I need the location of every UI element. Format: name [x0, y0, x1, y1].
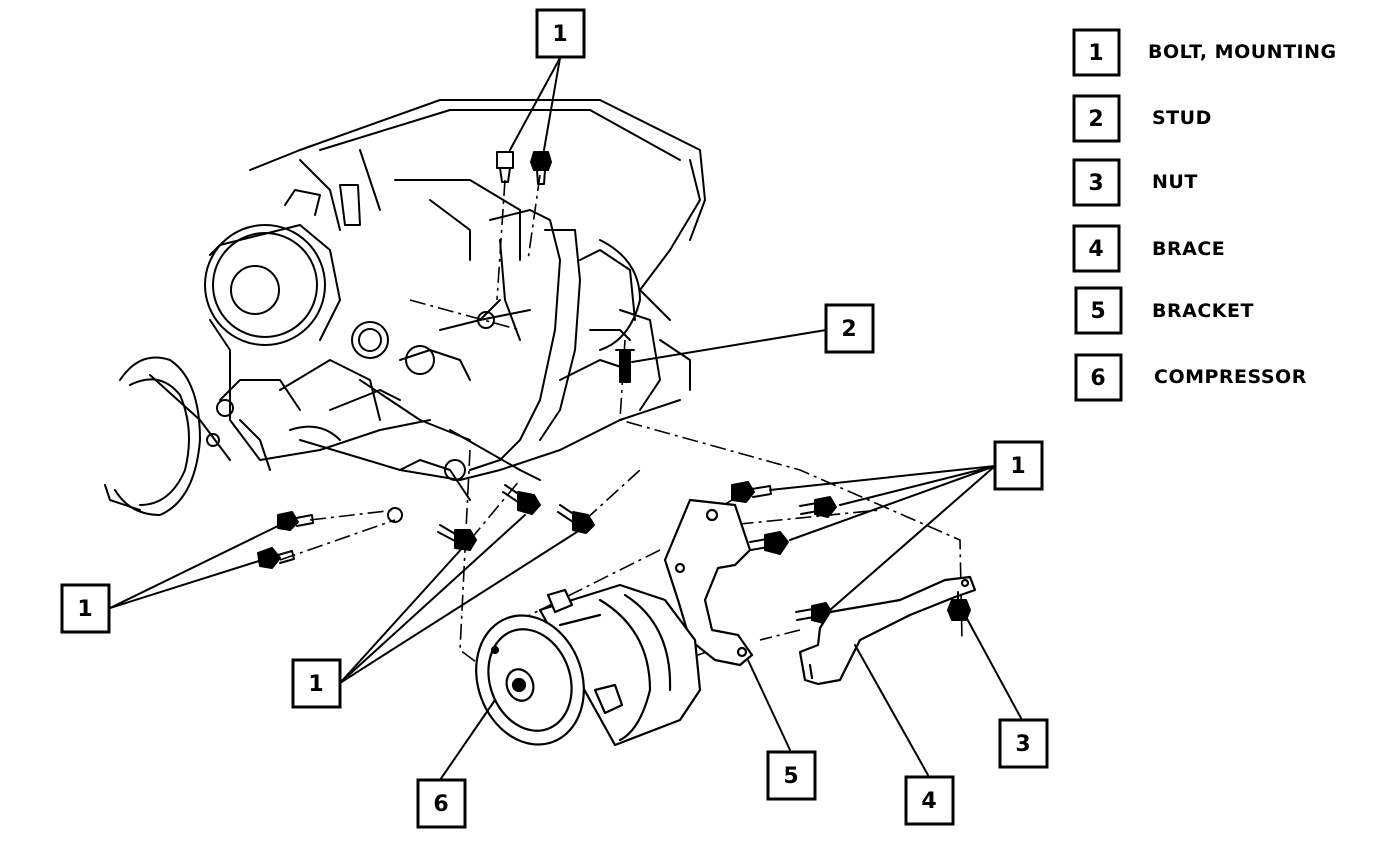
callout-bolt-right: 1 [993, 440, 1044, 491]
legend-label: BRACE [1152, 238, 1225, 260]
callout-number: 1 [552, 22, 567, 47]
callout-bolt-top: 1 [535, 8, 586, 59]
legend-label: COMPRESSOR [1154, 366, 1307, 388]
leader-lines [109, 57, 1023, 781]
legend-number: 2 [1088, 107, 1103, 132]
callout-brace: 4 [904, 775, 955, 826]
legend-label: BOLT, MOUNTING [1148, 41, 1337, 63]
legend-number: 3 [1088, 171, 1103, 196]
bolt-center-3 [557, 504, 595, 534]
legend-number: 6 [1090, 366, 1105, 391]
legend-label: STUD [1152, 107, 1212, 129]
stud [615, 349, 635, 383]
bolt-center-2 [502, 484, 541, 515]
engine-illustration [104, 99, 706, 523]
bolt-right-1 [731, 481, 772, 503]
callout-number: 3 [1015, 732, 1030, 757]
callout-bracket: 5 [766, 750, 817, 801]
legend-item-brace: 4 BRACE [1072, 224, 1225, 273]
callout-number: 6 [433, 792, 448, 817]
legend-number: 4 [1088, 237, 1103, 262]
bracket [663, 498, 754, 667]
callout-bolt-left: 1 [60, 583, 111, 634]
legend-number: 5 [1090, 299, 1105, 324]
bolt-right-2 [799, 496, 837, 518]
callout-bolt-center: 1 [291, 658, 342, 709]
callout-nut: 3 [998, 718, 1049, 769]
callout-number: 1 [77, 597, 92, 622]
bolt-top-right [530, 151, 552, 185]
callout-stud: 2 [824, 303, 875, 354]
mounting-bolts [257, 151, 837, 624]
callout-number: 1 [1010, 454, 1025, 479]
legend-item-bolt-mounting: 1 BOLT, MOUNTING [1072, 28, 1337, 77]
legend: 1 BOLT, MOUNTING 2 STUD 3 NUT 4 BRACE 5 … [1072, 28, 1337, 402]
callout-compressor: 6 [416, 778, 467, 829]
legend-item-bracket: 5 BRACKET [1074, 286, 1254, 335]
brace [798, 575, 977, 686]
legend-item-stud: 2 STUD [1072, 94, 1212, 143]
callout-number: 2 [841, 317, 856, 342]
legend-item-compressor: 6 COMPRESSOR [1074, 353, 1307, 402]
legend-item-nut: 3 NUT [1072, 158, 1198, 207]
bolt-center-1 [437, 524, 477, 551]
bolt-left-2 [257, 547, 295, 569]
callout-number: 5 [783, 764, 798, 789]
legend-number: 1 [1088, 41, 1103, 66]
legend-label: BRACKET [1152, 300, 1254, 322]
bolt-top-left [496, 151, 514, 183]
legend-label: NUT [1152, 171, 1198, 193]
callout-number: 1 [308, 672, 323, 697]
callout-number: 4 [921, 789, 936, 814]
bolt-right-3 [749, 531, 789, 555]
compressor [475, 583, 702, 747]
bolt-left-1 [277, 511, 314, 531]
